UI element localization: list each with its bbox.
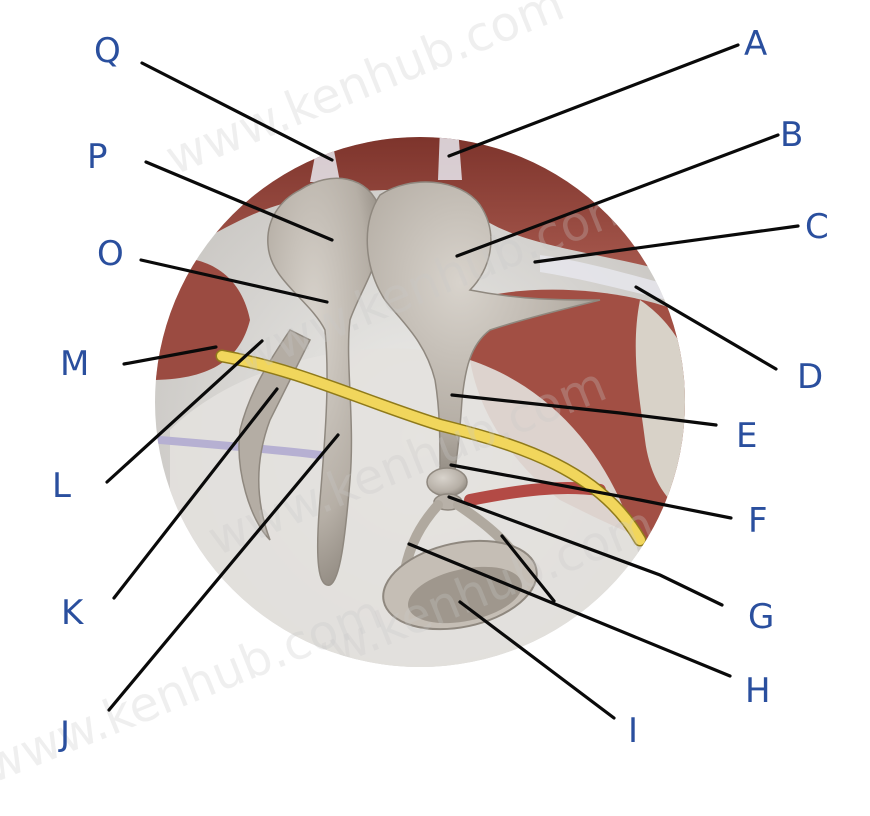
label-a: A: [744, 24, 767, 64]
leader-lines: [105, 43, 800, 720]
leader-line-f: [449, 463, 733, 520]
label-h: H: [745, 671, 771, 711]
leader-line-m: [122, 345, 218, 366]
leader-line-d: [634, 285, 778, 371]
leader-line-q: [140, 61, 334, 162]
label-o: O: [97, 234, 124, 274]
label-i: I: [628, 711, 638, 751]
leader-line-b: [455, 133, 780, 258]
leader-line-c: [533, 224, 800, 264]
leader-line-o: [139, 258, 329, 304]
label-e: E: [736, 416, 757, 456]
leader-line-l: [105, 339, 264, 484]
ligament-top-left: [310, 140, 340, 182]
stapes-footplate-inner: [408, 566, 522, 624]
watermark-outer-2: www.kenhub.com: [0, 584, 390, 795]
leader-line-p: [144, 160, 334, 242]
labels: Q A P B C O M D E L F K G H J I: [52, 24, 829, 754]
membrane-region: [170, 348, 640, 667]
leader-line-e: [450, 393, 718, 427]
label-j: J: [58, 714, 70, 754]
chorda-tympani-nerve-fill: [217, 351, 645, 545]
leader-line-g: [447, 495, 724, 607]
leader-line-i: [458, 600, 616, 720]
leader-line-a: [447, 43, 740, 158]
leader-line-h: [407, 542, 732, 678]
malleus-anterior-process: [238, 329, 312, 541]
label-k: K: [61, 593, 85, 633]
leader-line-g2: [500, 534, 556, 603]
leader-line-k: [112, 387, 279, 600]
label-g: G: [748, 597, 774, 637]
label-d: D: [797, 357, 823, 397]
label-q: Q: [94, 31, 121, 71]
label-c: C: [805, 207, 829, 247]
label-f: F: [748, 501, 768, 541]
anatomy-view: www.kenhub.com www.kenhub.com www.kenhub…: [155, 137, 685, 667]
label-b: B: [780, 115, 803, 155]
label-l: L: [52, 466, 71, 506]
leader-line-j: [107, 433, 340, 712]
incus: [366, 181, 601, 471]
label-p: P: [87, 137, 108, 177]
label-m: M: [60, 344, 89, 384]
stapes: [382, 467, 538, 631]
